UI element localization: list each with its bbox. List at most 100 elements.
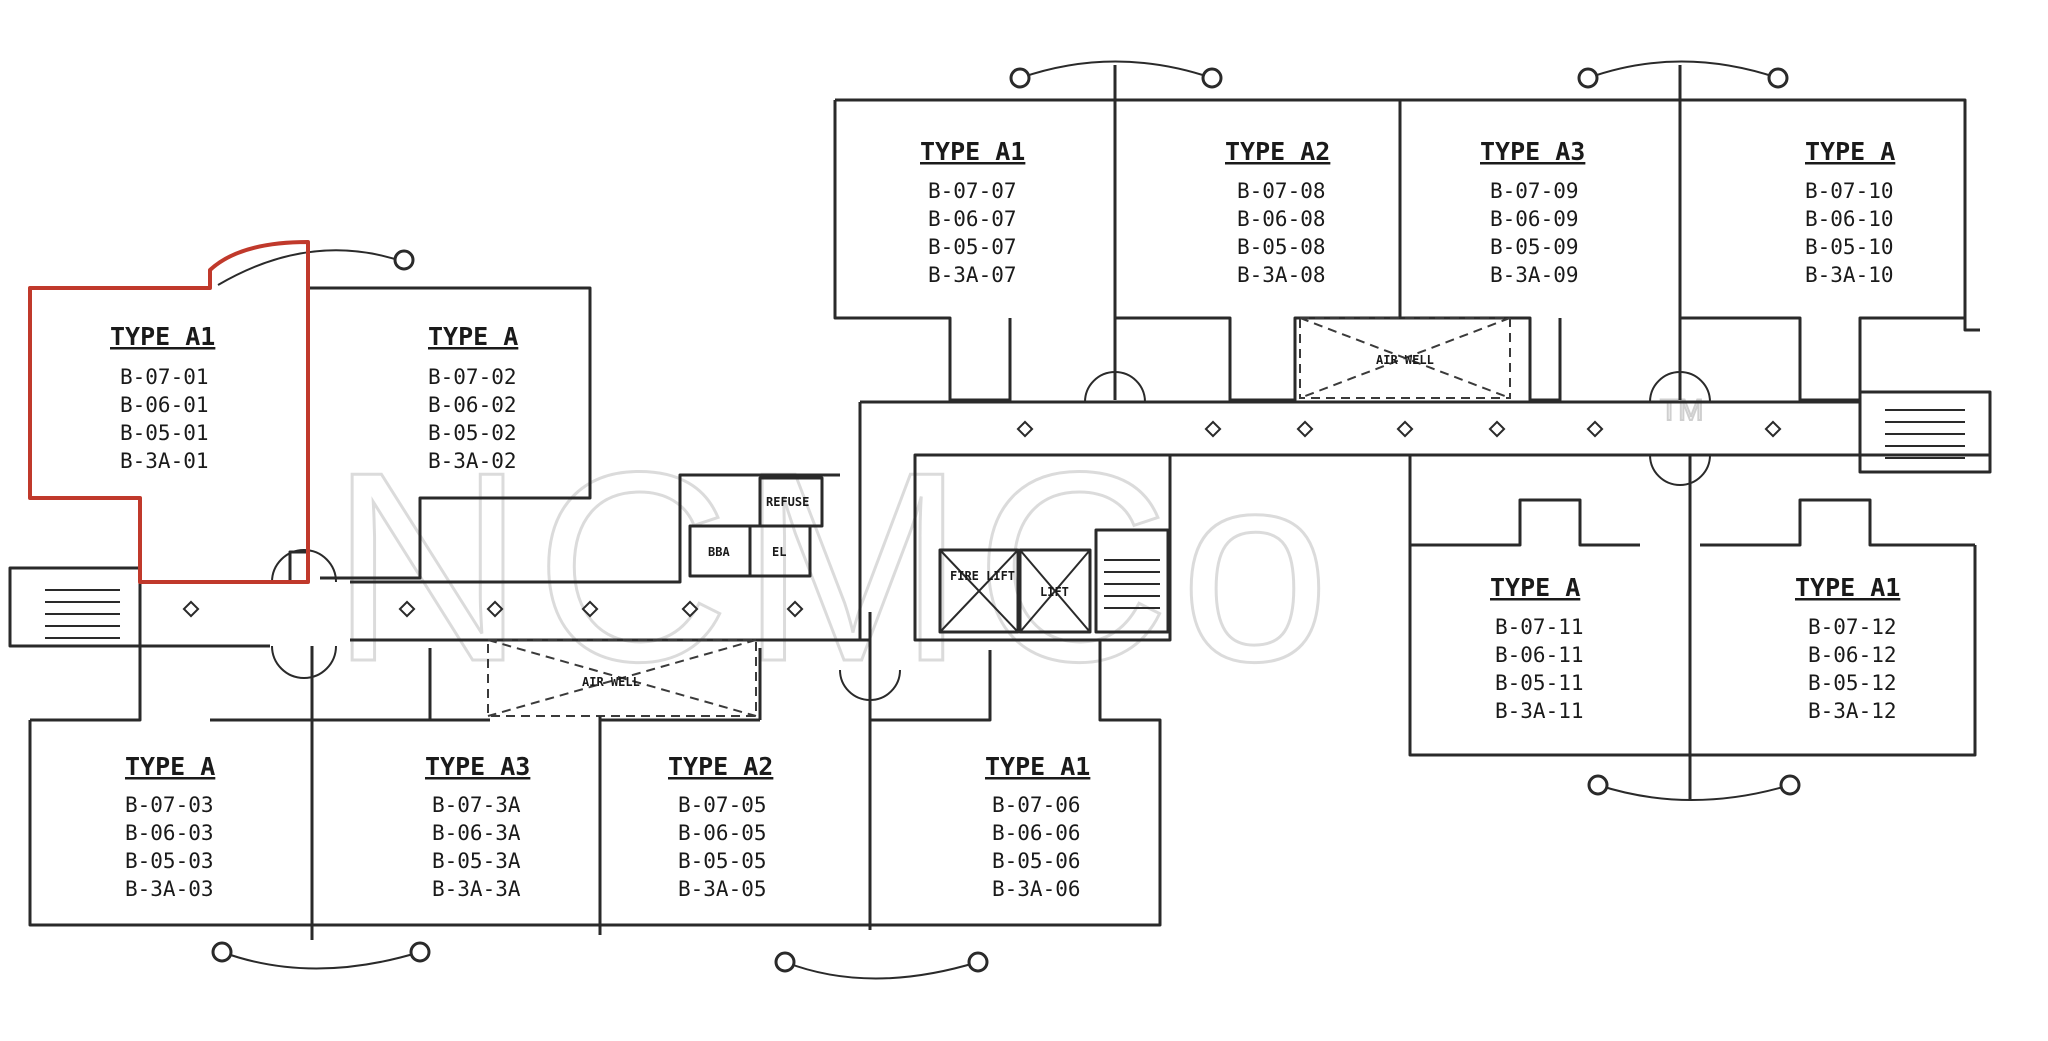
bay-window-knob <box>1201 67 1223 89</box>
highlighted-unit-outline <box>28 240 310 584</box>
door-swing-05 <box>839 669 901 701</box>
unit-number: B-07-06 <box>992 793 1081 817</box>
unit-number: B-3A-03 <box>125 877 214 901</box>
bay-window-05-06 <box>784 961 979 980</box>
watermark-trademark: TM <box>1660 394 1703 427</box>
unit-number: B-06-09 <box>1490 207 1579 231</box>
unit-number: B-05-10 <box>1805 235 1894 259</box>
unit-type-label: TYPE A2 <box>668 752 773 781</box>
bay-window-knob <box>774 951 796 973</box>
unit-number: B-05-08 <box>1237 235 1326 259</box>
bay-window-09-10 <box>1587 60 1779 79</box>
corridor-right-markers <box>1016 420 1782 438</box>
unit-b-07-07[interactable]: TYPE A1 B-07-07 B-06-07 B-05-07 B-3A-07 <box>920 137 1025 287</box>
bomba-label: BBA <box>708 545 730 559</box>
unit-number: B-07-02 <box>428 365 517 389</box>
unit-number: B-07-08 <box>1237 179 1326 203</box>
unit-number: B-3A-01 <box>120 449 209 473</box>
unit-number: B-07-03 <box>125 793 214 817</box>
unit-number: B-07-3A <box>432 793 521 817</box>
unit-number: B-06-12 <box>1808 643 1897 667</box>
unit-b-07-01[interactable]: TYPE A1 B-07-01 B-06-01 B-05-01 B-3A-01 <box>110 322 215 473</box>
unit-type-label: TYPE A2 <box>1225 137 1330 166</box>
unit-type-label: TYPE A <box>1490 573 1580 602</box>
unit-b-07-03[interactable]: TYPE A B-07-03 B-06-03 B-05-03 B-3A-03 <box>125 752 215 901</box>
unit-number: B-05-06 <box>992 849 1081 873</box>
bay-window-knob <box>409 941 431 963</box>
door-swing-10 <box>1649 371 1711 403</box>
unit-number: B-05-09 <box>1490 235 1579 259</box>
bay-window-knob <box>967 951 989 973</box>
unit-b-07-06[interactable]: TYPE A1 B-07-06 B-06-06 B-05-06 B-3A-06 <box>985 752 1090 901</box>
bay-window-knob <box>1767 67 1789 89</box>
air-well-right <box>1299 317 1511 399</box>
unit-b-07-09[interactable]: TYPE A3 B-07-09 B-06-09 B-05-09 B-3A-09 <box>1480 137 1585 287</box>
unit-number: B-07-10 <box>1805 179 1894 203</box>
unit-type-label: TYPE A1 <box>920 137 1025 166</box>
unit-type-label: TYPE A3 <box>1480 137 1585 166</box>
staircase-right-steps <box>1885 409 1965 459</box>
staircase-core <box>1094 528 1170 634</box>
staircase-core-steps <box>1104 559 1160 609</box>
unit-type-label: TYPE A3 <box>425 752 530 781</box>
corridor-left-markers <box>182 600 804 618</box>
bay-window-07-08 <box>1019 60 1213 79</box>
staircase-right <box>1858 390 1992 474</box>
unit-b-07-02[interactable]: TYPE A B-07-02 B-06-02 B-05-02 B-3A-02 <box>428 322 518 473</box>
unit-number: B-05-12 <box>1808 671 1897 695</box>
unit-number: B-06-3A <box>432 821 521 845</box>
staircase-left-steps <box>45 589 120 639</box>
fire-lift-shaft <box>938 548 1020 634</box>
bay-window-knob <box>1009 67 1031 89</box>
door-swing-01 <box>271 549 337 583</box>
staircase-left <box>8 566 142 648</box>
unit-number: B-06-02 <box>428 393 517 417</box>
bay-window-knob <box>1577 67 1599 89</box>
unit-number: B-06-03 <box>125 821 214 845</box>
unit-type-label: TYPE A1 <box>110 322 215 351</box>
air-well-right-label: AIR WELL <box>1376 353 1434 367</box>
unit-type-label: TYPE A1 <box>1795 573 1900 602</box>
unit-b-07-11[interactable]: TYPE A B-07-11 B-06-11 B-05-11 B-3A-11 <box>1490 573 1584 723</box>
lift-shaft <box>1018 548 1092 634</box>
fire-lift-label: FIRE LIFT <box>950 569 1015 583</box>
unit-number: B-05-02 <box>428 421 517 445</box>
bay-window-11-12 <box>1597 784 1791 801</box>
unit-number: B-05-05 <box>678 849 767 873</box>
right-lower-units-outline <box>1408 455 1977 757</box>
unit-number: B-05-03 <box>125 849 214 873</box>
bay-window-knob <box>393 249 415 271</box>
unit-b-07-12[interactable]: TYPE A1 B-07-12 B-06-12 B-05-12 B-3A-12 <box>1795 573 1900 723</box>
lower-left-units-outline <box>28 640 1162 927</box>
unit-number: B-06-08 <box>1237 207 1326 231</box>
bay-window-knob <box>211 941 233 963</box>
watermark: NCMCo <box>330 417 1340 718</box>
right-upper-units-outline <box>833 98 1980 402</box>
unit-number: B-06-11 <box>1495 643 1584 667</box>
unit-number: B-05-11 <box>1495 671 1584 695</box>
refuse-label: REFUSE <box>766 495 809 509</box>
unit-type-label: TYPE A <box>125 752 215 781</box>
unit-number: B-3A-06 <box>992 877 1081 901</box>
unit-02-outline <box>308 286 592 580</box>
unit-b-07-08[interactable]: TYPE A2 B-07-08 B-06-08 B-05-08 B-3A-08 <box>1225 137 1330 287</box>
unit-number: B-3A-07 <box>928 263 1017 287</box>
unit-b-07-05[interactable]: TYPE A2 B-07-05 B-06-05 B-05-05 B-3A-05 <box>668 752 773 901</box>
unit-number: B-05-01 <box>120 421 209 445</box>
unit-b-07-3a[interactable]: TYPE A3 B-07-3A B-06-3A B-05-3A B-3A-3A <box>425 752 530 901</box>
unit-number: B-07-09 <box>1490 179 1579 203</box>
unit-number: B-05-3A <box>432 849 521 873</box>
unit-number: B-05-07 <box>928 235 1017 259</box>
unit-b-07-10[interactable]: TYPE A B-07-10 B-06-10 B-05-10 B-3A-10 <box>1805 137 1895 287</box>
lift-label: LIFT <box>1040 585 1069 599</box>
unit-number: B-07-05 <box>678 793 767 817</box>
unit-number: B-07-12 <box>1808 615 1897 639</box>
bay-window-knob <box>1779 774 1801 796</box>
air-well-left-label: AIR WELL <box>582 675 640 689</box>
unit-number: B-3A-3A <box>432 877 521 901</box>
unit-type-label: TYPE A <box>1805 137 1895 166</box>
bay-window-knob <box>1587 774 1609 796</box>
right-wing: AIR WELL <box>833 60 1992 801</box>
unit-number: B-3A-02 <box>428 449 517 473</box>
